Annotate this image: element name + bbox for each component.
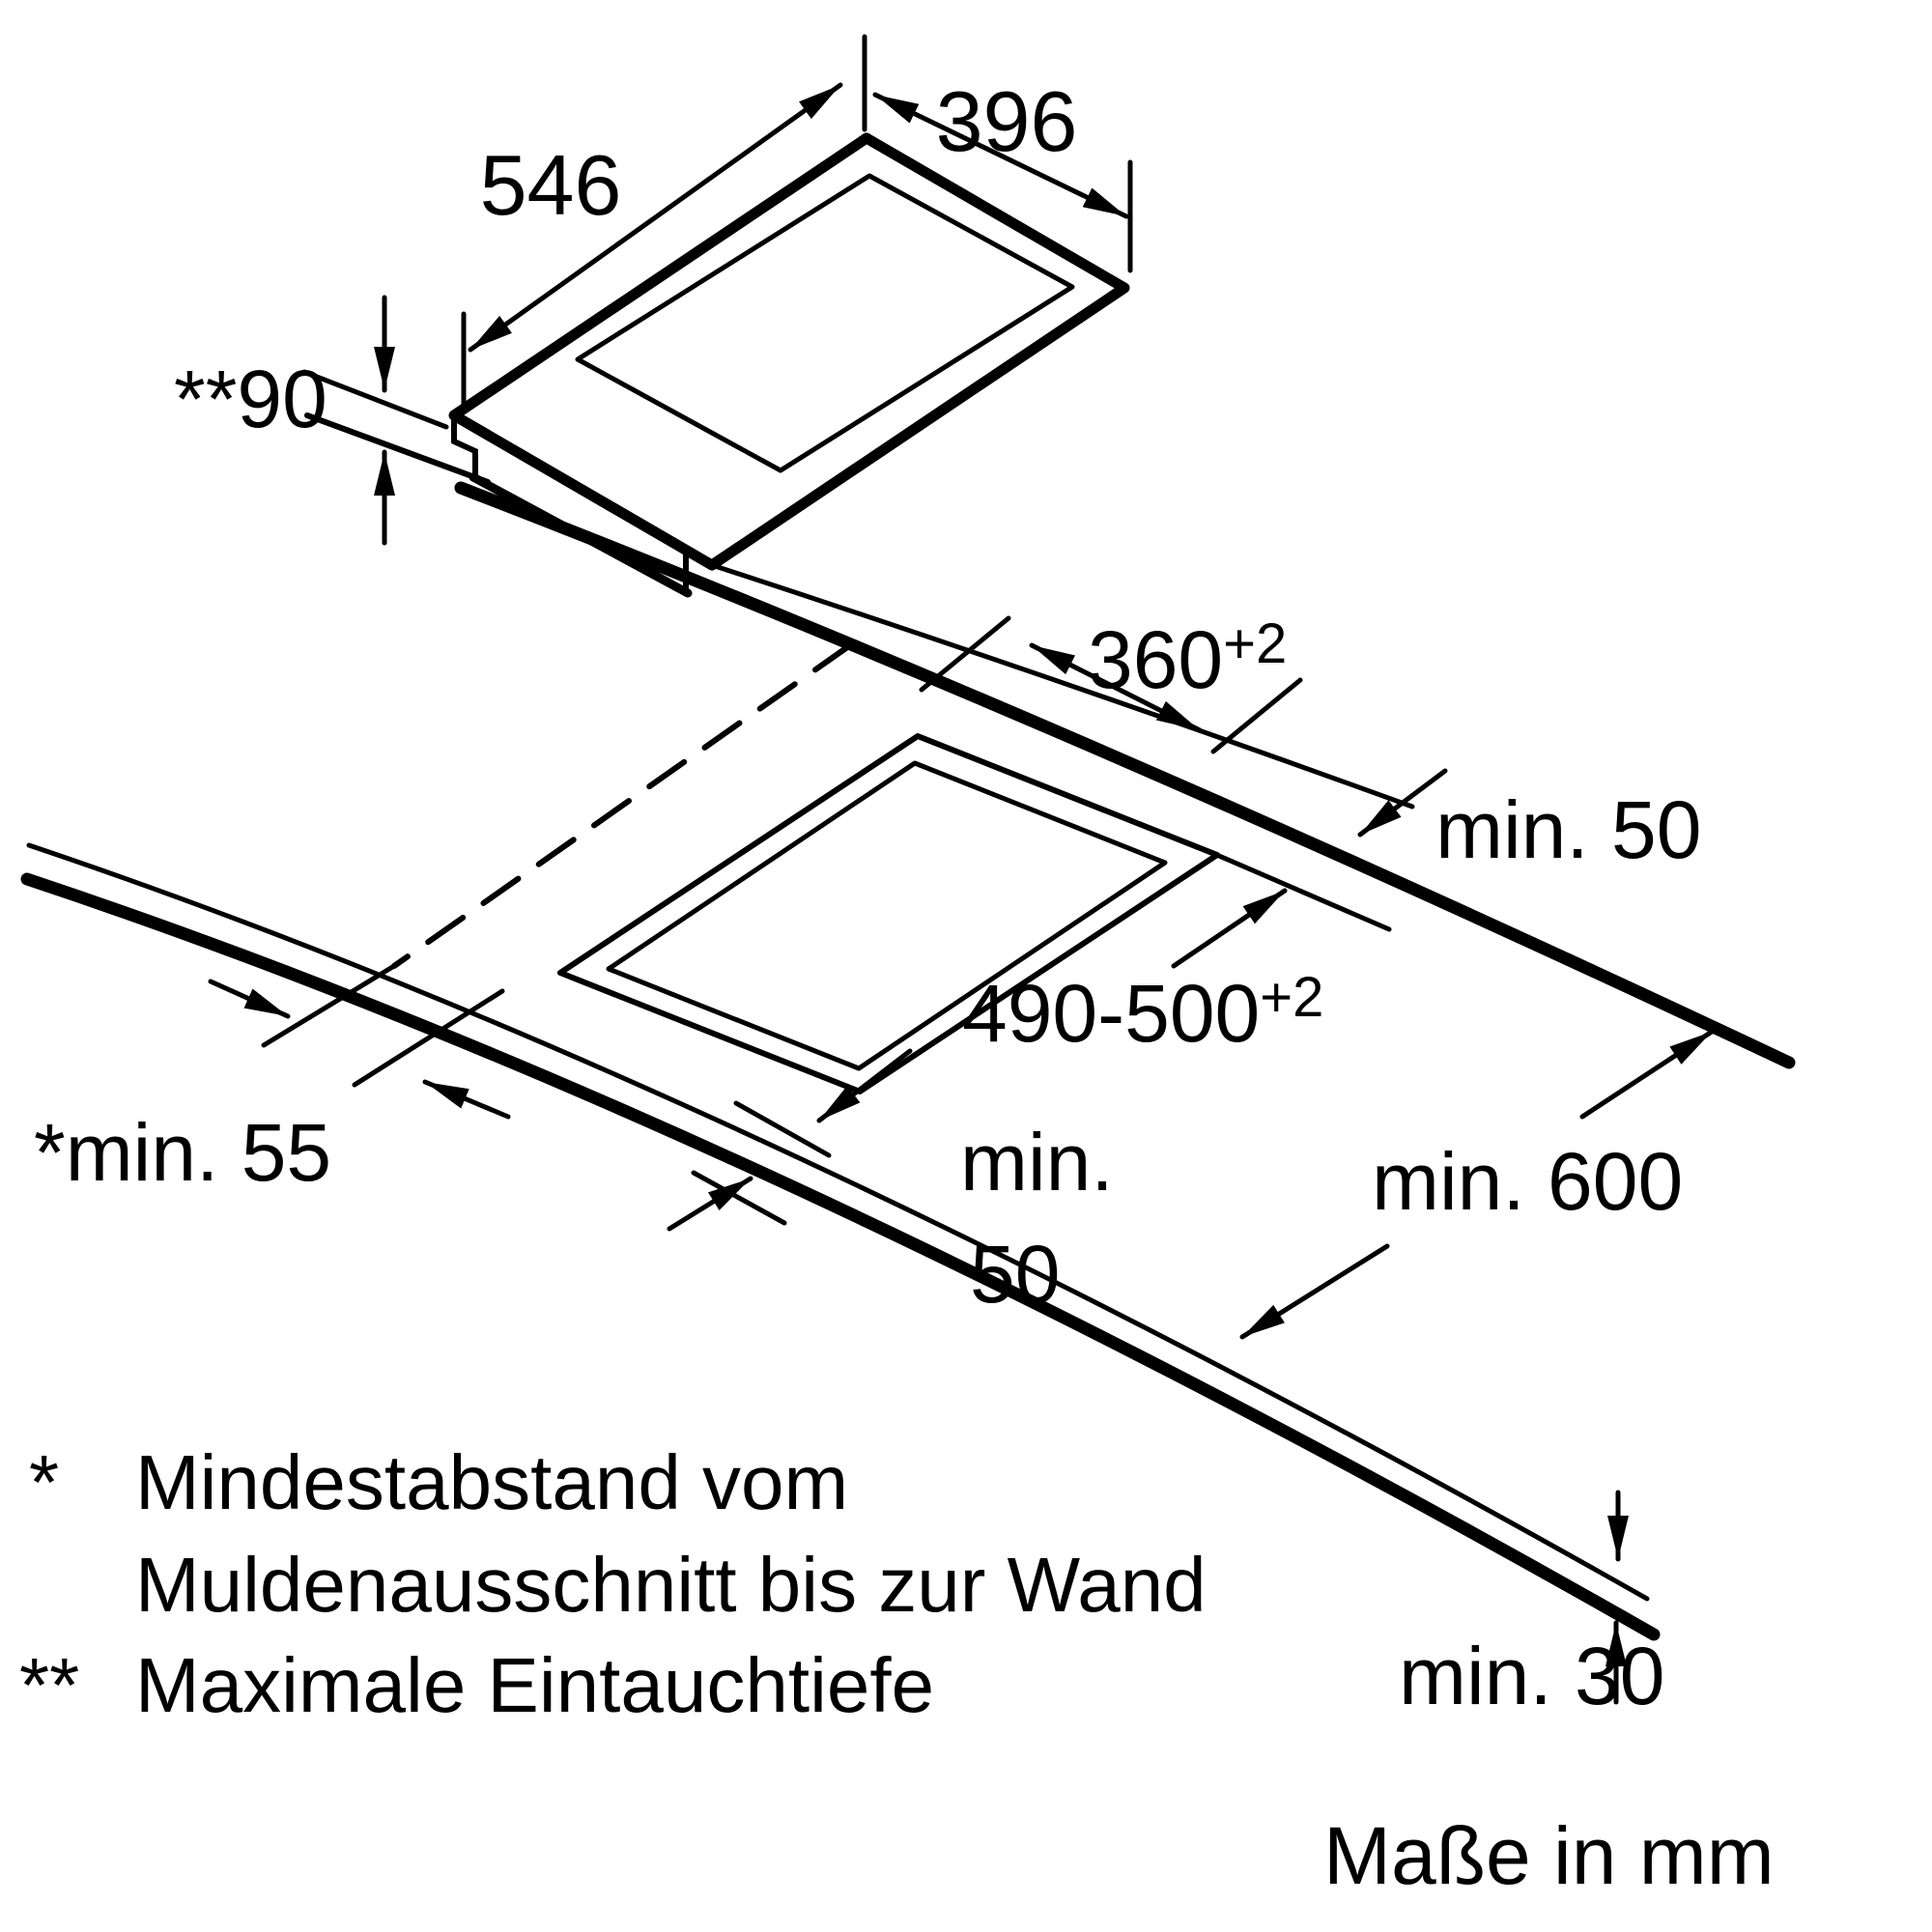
dim-arrow-rear-gap <box>1357 768 1448 838</box>
hob-body-bottom-edge <box>469 472 693 598</box>
wall-dashed-line <box>391 642 853 969</box>
footnote2-text: Maximale Eintauchtiefe <box>135 1642 934 1728</box>
worktop-back-edge-line <box>454 481 1796 1069</box>
dim-arrow-wall-gap-right <box>422 1079 511 1120</box>
cutout-depth-tolerance: +2 <box>1260 966 1323 1029</box>
dim-arrow-600-upper <box>1579 1029 1715 1120</box>
immersion-depth-label: **90 <box>174 354 327 444</box>
hob-body-bottom-extension <box>304 412 491 485</box>
tick-360-right <box>1210 677 1303 754</box>
appliance-depth-label: 546 <box>480 137 622 233</box>
footnote1-line1: Mindestabstand vom <box>135 1439 848 1525</box>
hob-top-view <box>304 132 1130 598</box>
footnote1-marker: * <box>29 1439 59 1525</box>
dim-arrow-490-upper <box>1171 888 1288 969</box>
front-edge-label: min. 30 <box>1399 1631 1664 1721</box>
dimension-labels: 546 396 **90 360+2 min. 50 490-500+2 min… <box>34 73 1701 1721</box>
worktop-back-thin-line-right <box>709 562 1415 810</box>
worktop-front-edge-top-line <box>26 842 1650 1602</box>
cutout-width-label: 360+2 <box>1088 612 1287 705</box>
cutout-edge-extension-line <box>1216 853 1392 932</box>
cutout-depth-value: 490-500 <box>962 968 1260 1059</box>
dimension-arrows <box>208 82 1715 1705</box>
wall-gap-label: *min. 55 <box>34 1107 331 1198</box>
front-gap-label-line2: 50 <box>970 1229 1060 1320</box>
rear-gap-label: min. 50 <box>1435 784 1701 875</box>
dim-arrow-490-lower <box>816 1048 913 1123</box>
worktop-back-thin-line-left <box>301 369 449 430</box>
hob-body-side-edges <box>451 414 689 594</box>
dim-arrow-wall-gap-left <box>208 979 291 1019</box>
dim-line-360 <box>1029 642 1203 733</box>
cutout-width-tolerance: +2 <box>1223 612 1287 675</box>
tick-360-left <box>919 615 1011 693</box>
dim-line-396 <box>872 92 1129 219</box>
appliance-width-label: 396 <box>936 73 1078 169</box>
worktop-front-edge-bottom-line <box>20 872 1661 1641</box>
worktop-lines <box>20 369 1796 1641</box>
tick-wall-gap-left <box>261 963 397 1048</box>
dim-arrow-front-gap <box>667 1176 753 1232</box>
cutout-inner-outline <box>606 760 1168 1071</box>
units-note: Maße in mm <box>1323 1810 1775 1901</box>
dim-arrow-600-lower <box>1239 1243 1390 1340</box>
cutout-depth-label: 490-500+2 <box>962 966 1323 1059</box>
footnote2-marker: ** <box>19 1642 79 1728</box>
tick-490-bottom <box>733 1100 832 1158</box>
tick-wall-gap-right <box>352 988 505 1088</box>
footnote1-line2: Muldenausschnitt bis zur Wand <box>135 1542 1207 1628</box>
worktop-depth-label: min. 600 <box>1372 1136 1683 1227</box>
cutout-width-value: 360 <box>1088 614 1223 705</box>
footnotes: * Mindestabstand vom Muldenausschnitt bi… <box>19 1439 1775 1901</box>
dim-line-546 <box>468 82 843 353</box>
front-gap-label-line1: min. <box>960 1117 1114 1208</box>
